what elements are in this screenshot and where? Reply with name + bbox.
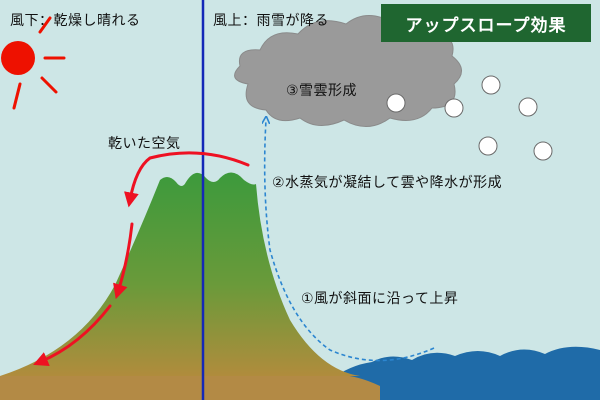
rising-air-arrow <box>265 120 435 362</box>
dry-air-label: 乾いた空気 <box>108 136 181 152</box>
sun-icon <box>1 16 66 110</box>
dry-air-arrow <box>33 151 250 366</box>
sea <box>330 346 600 400</box>
cloud-formation-label: ③雪雲形成 <box>286 83 358 99</box>
mountain <box>0 172 360 376</box>
snow-cloud <box>234 15 462 127</box>
upslope-wind-label: ①風が斜面に沿って上昇 <box>301 291 459 307</box>
diagram-title: アップスロープ効果 <box>381 4 591 42</box>
snowflakes <box>386 75 553 161</box>
leeward-label: 風下：乾燥し晴れる <box>10 13 141 29</box>
condensation-label: ②水蒸気が凝結して雲や降水が形成 <box>272 175 503 191</box>
windward-label: 風上：雨雪が降る <box>213 13 329 29</box>
ground <box>0 375 380 400</box>
